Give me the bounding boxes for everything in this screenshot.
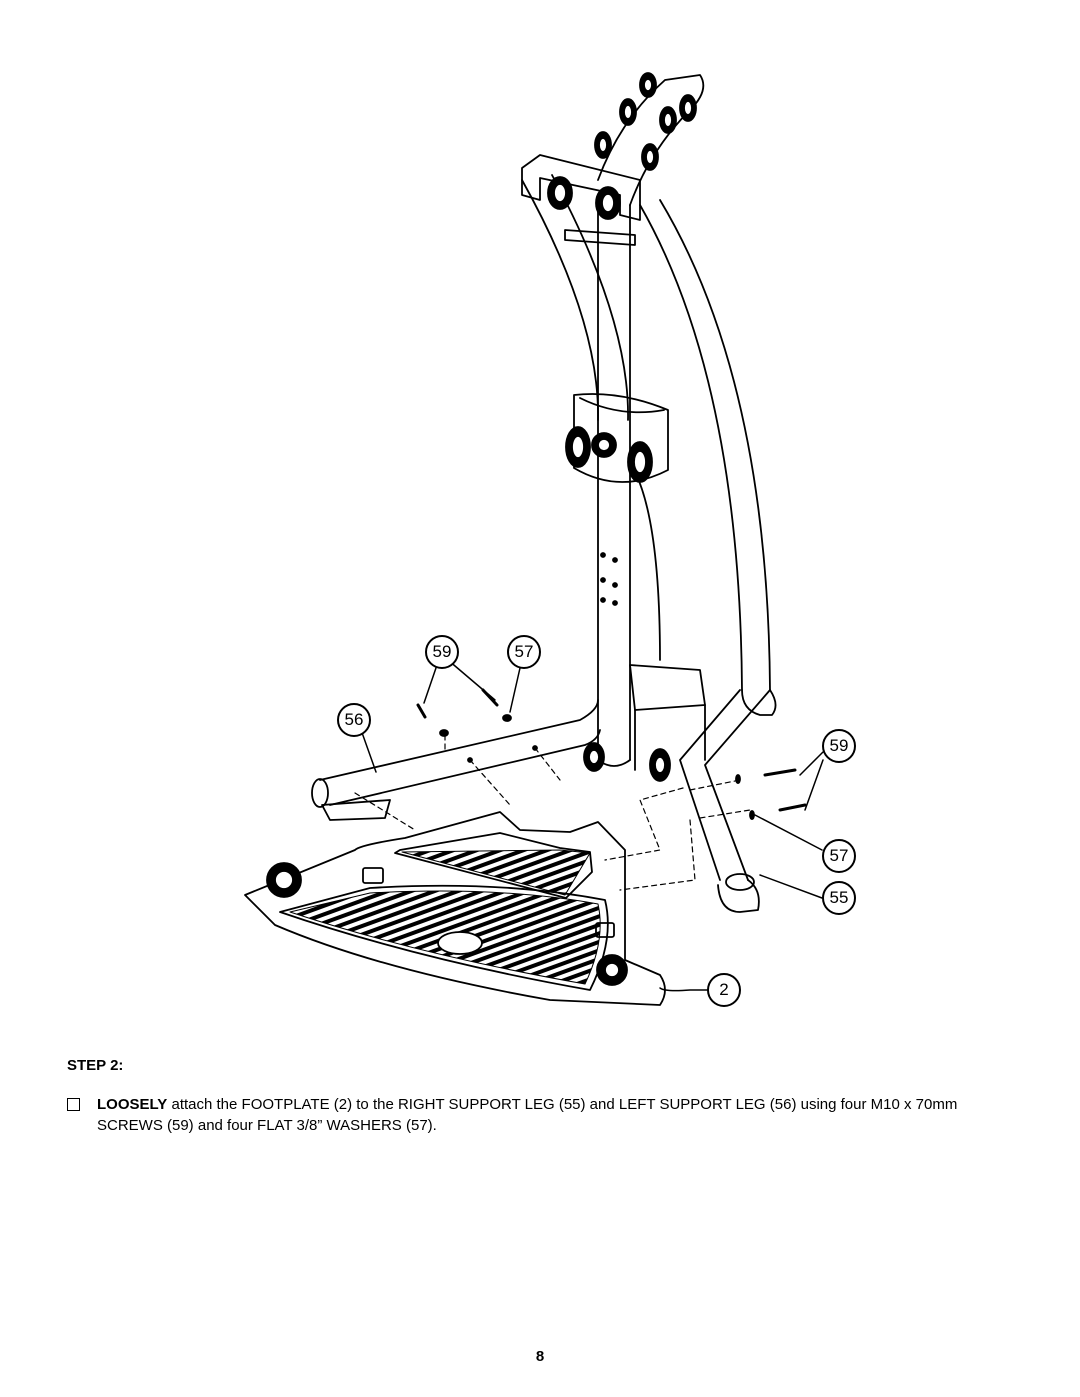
callout-57-right: 57: [822, 839, 856, 873]
callout-59-right: 59: [822, 729, 856, 763]
leader-lines: [359, 659, 824, 992]
step-heading: STEP 2:: [67, 1057, 124, 1074]
base-bracket: [583, 664, 706, 782]
assembly-diagram: [244, 72, 824, 1006]
instruction-text: LOOSELY attach the FOOTPLATE (2) to the …: [97, 1094, 1027, 1136]
callout-2: 2: [707, 973, 741, 1007]
callout-57-top: 57: [507, 635, 541, 669]
top-head: [521, 72, 705, 246]
instruction-body: attach the FOOTPLATE (2) to the RIGHT SU…: [97, 1096, 958, 1134]
left-support-leg: [311, 699, 601, 821]
callout-56: 56: [337, 703, 371, 737]
curved-rear-support: [521, 174, 777, 716]
alignment-lines: [354, 734, 751, 891]
callout-59-top: 59: [425, 635, 459, 669]
instruction-item: LOOSELY attach the FOOTPLATE (2) to the …: [67, 1094, 1027, 1136]
footplate: [244, 811, 666, 1006]
hardware: [416, 688, 807, 820]
right-support-leg: [679, 689, 771, 913]
callout-55: 55: [822, 881, 856, 915]
instruction-emphasis: LOOSELY: [97, 1096, 168, 1113]
checkbox-icon: [67, 1098, 80, 1111]
page-number: 8: [535, 1348, 545, 1365]
carriage: [565, 393, 669, 483]
